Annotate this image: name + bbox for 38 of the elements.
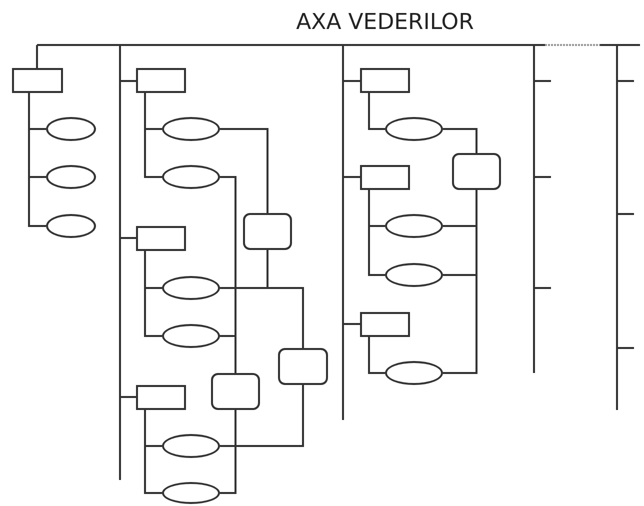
ellipse [46, 117, 96, 141]
rectangle-box [360, 312, 410, 337]
connector-line [368, 93, 385, 130]
ellipse [385, 117, 443, 141]
ellipse [162, 434, 220, 458]
rectangle-box [360, 165, 410, 190]
ellipse [162, 276, 220, 300]
ellipse [46, 214, 96, 238]
rectangle-box [136, 385, 186, 410]
ellipse [46, 165, 96, 189]
ellipse [385, 214, 443, 238]
ellipse [162, 324, 220, 348]
rectangle-box [360, 68, 410, 93]
ellipse [385, 361, 443, 385]
rounded-box [452, 153, 501, 190]
ellipse [162, 482, 220, 504]
connector-line [144, 93, 162, 178]
rounded-box [278, 348, 328, 385]
connector-line [220, 410, 236, 494]
connector-line [368, 337, 385, 374]
rounded-box [211, 373, 260, 410]
ellipse [162, 117, 220, 141]
rectangle-box [12, 68, 63, 93]
rectangle-box [136, 68, 186, 93]
connector-line [220, 128, 268, 213]
ellipse [162, 165, 220, 189]
connector-line [443, 128, 478, 153]
connector-line [368, 190, 385, 276]
diagram-title: AXA VEDERILOR [295, 10, 475, 35]
connector-line [144, 410, 162, 494]
rectangle-box [136, 226, 186, 251]
rounded-box [243, 213, 292, 250]
connector-line [443, 190, 478, 374]
ellipse [385, 263, 443, 287]
connector-line [266, 250, 304, 348]
connector-line [220, 335, 236, 373]
connector-line [220, 385, 304, 447]
connector-line [28, 93, 46, 227]
